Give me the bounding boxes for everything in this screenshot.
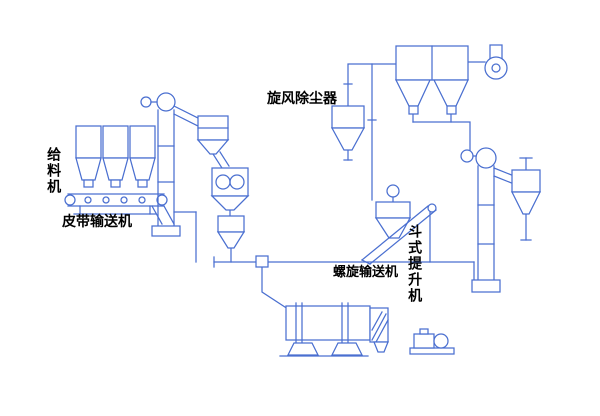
pipe-gate: [255, 255, 269, 268]
screw-conveyor-machine: [361, 184, 437, 265]
surge-hopper: [216, 215, 246, 249]
product-cyclone: [510, 169, 542, 215]
belt-conveyor-machine: [64, 193, 175, 225]
bucket-elevator-head-pulley: [475, 147, 497, 169]
drum-drive-motor: [409, 328, 455, 355]
label-cyclone-dust-collector: 旋风除尘器: [267, 90, 337, 106]
exhaust-fan: [484, 44, 508, 80]
twin-cone-dust-collector: [394, 45, 469, 115]
screw-motor: [386, 184, 400, 198]
label-belt-conveyor: 皮带输送机: [62, 213, 132, 229]
feed-elevator: [140, 92, 181, 237]
elevator-head-pulley: [156, 92, 176, 112]
label-bucket-elevator: 斗式提升机: [407, 224, 424, 304]
piping: [173, 61, 533, 310]
feeder-hoppers: [75, 125, 156, 188]
cyclone-dust-collector-machine: [330, 105, 366, 151]
feed-hopper-box: [196, 115, 230, 155]
label-feeder: 给料机: [46, 147, 63, 195]
mill-roll-right: [229, 174, 245, 190]
elevator-motor: [140, 96, 152, 108]
rotary-drum: [279, 302, 389, 357]
bucket-elevator-machine: [460, 147, 515, 293]
roller-mill: [210, 167, 250, 211]
bucket-elevator-motor: [460, 149, 474, 163]
label-screw-conveyor: 螺旋输送机: [333, 264, 399, 279]
